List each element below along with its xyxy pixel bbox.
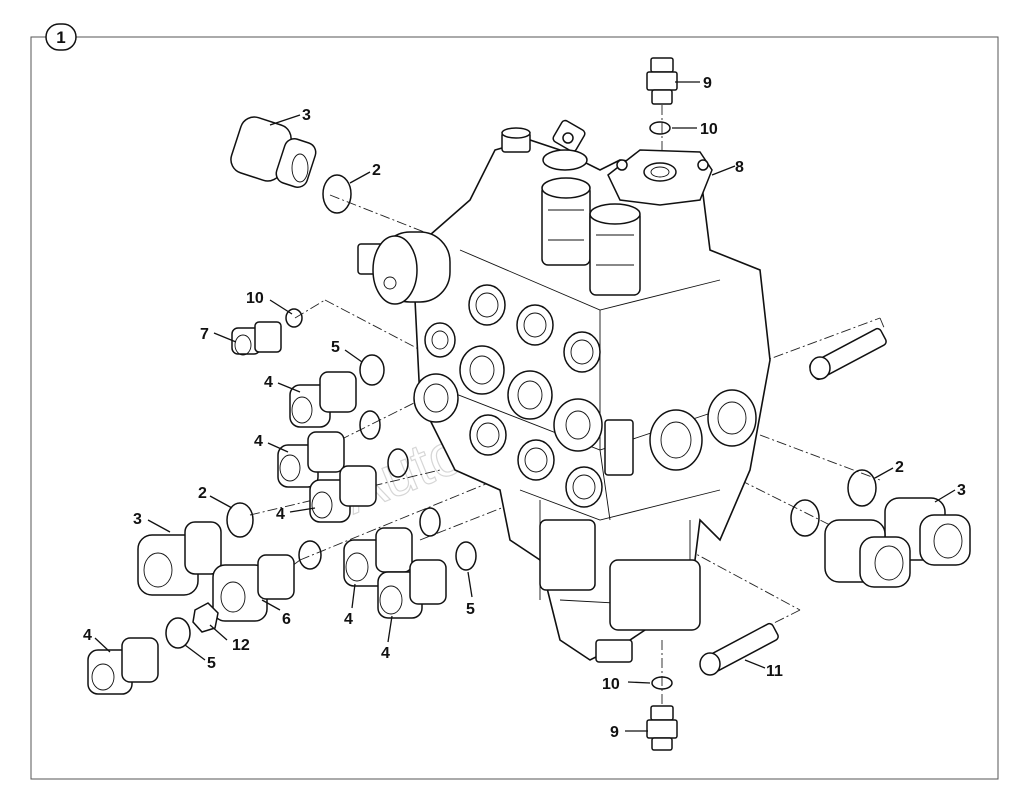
valve-ports	[413, 284, 757, 508]
callout-4: 4	[83, 627, 92, 644]
callout-2: 2	[895, 459, 904, 476]
callout-9: 9	[703, 75, 712, 92]
callout-labels: 3 2 9 10 8 10 7 5 4 4 2 3 4 6 12 5 4 4 4…	[83, 75, 966, 741]
callout-10: 10	[246, 290, 264, 307]
fitting-7	[231, 321, 282, 356]
o-ring-2-top	[322, 174, 352, 214]
top-breather	[501, 127, 531, 153]
solenoid-coil-left	[541, 177, 591, 266]
callout-3: 3	[957, 482, 966, 499]
callout-3: 3	[133, 511, 142, 528]
figure-number: 1	[56, 28, 65, 47]
callout-9: 9	[610, 724, 619, 741]
callout-4: 4	[276, 506, 285, 523]
fitting-6	[212, 554, 295, 622]
side-solenoid-connector	[357, 231, 451, 305]
cover-plate	[607, 149, 713, 206]
o-ring-5-upper	[359, 354, 385, 386]
fitting-3-left	[137, 521, 222, 596]
fitting-4-center-lower	[377, 559, 447, 619]
fitting-3-top-left	[230, 116, 317, 188]
callout-6: 6	[282, 611, 291, 628]
o-ring-5-left	[165, 617, 191, 649]
callout-4: 4	[264, 374, 273, 391]
o-ring-6	[298, 540, 322, 570]
o-ring-5-center	[455, 541, 477, 571]
o-ring-right-lower	[790, 499, 820, 537]
callout-5: 5	[331, 339, 340, 356]
o-ring-10-left	[285, 308, 303, 328]
o-ring-center	[419, 507, 441, 537]
o-ring-2-right	[847, 469, 877, 507]
callout-8: 8	[735, 159, 744, 176]
callout-5: 5	[207, 655, 216, 672]
fitting-4-bottom-left	[87, 637, 159, 695]
callout-4: 4	[254, 433, 263, 450]
cap-screw-upper	[809, 327, 887, 381]
o-ring-upper	[359, 410, 381, 440]
nut-12	[192, 602, 219, 633]
bottom-solenoid	[539, 519, 701, 663]
cap-screw-11	[699, 622, 779, 676]
callout-2: 2	[372, 162, 381, 179]
callout-4: 4	[381, 645, 390, 662]
fitting-3-right-lower	[824, 519, 911, 588]
figure-border	[30, 36, 999, 780]
top-lever-clevis	[542, 119, 588, 171]
callout-11: 11	[766, 663, 783, 680]
callout-2: 2	[198, 485, 207, 502]
callout-10: 10	[700, 121, 718, 138]
leader-lines	[94, 81, 956, 732]
callout-10: 10	[602, 676, 620, 693]
fitting-4-lower	[309, 465, 377, 523]
fitting-4-middle	[277, 431, 345, 488]
figure-number-badge: 1	[45, 23, 77, 51]
callout-12: 12	[232, 637, 250, 654]
o-ring-2-left	[226, 502, 254, 538]
o-ring-10-top	[649, 121, 671, 135]
callout-5: 5	[466, 601, 475, 618]
fitting-9-top	[646, 57, 678, 105]
fitting-4-upper	[289, 371, 357, 428]
solenoid-coil-right	[589, 203, 641, 296]
o-ring-10-bottom	[651, 676, 673, 690]
callout-3: 3	[302, 107, 311, 124]
callout-4: 4	[344, 611, 353, 628]
fitting-4-center-upper	[343, 527, 413, 587]
callout-7: 7	[200, 326, 209, 343]
fitting-9-bottom	[646, 705, 678, 751]
o-ring-middle	[387, 448, 409, 478]
